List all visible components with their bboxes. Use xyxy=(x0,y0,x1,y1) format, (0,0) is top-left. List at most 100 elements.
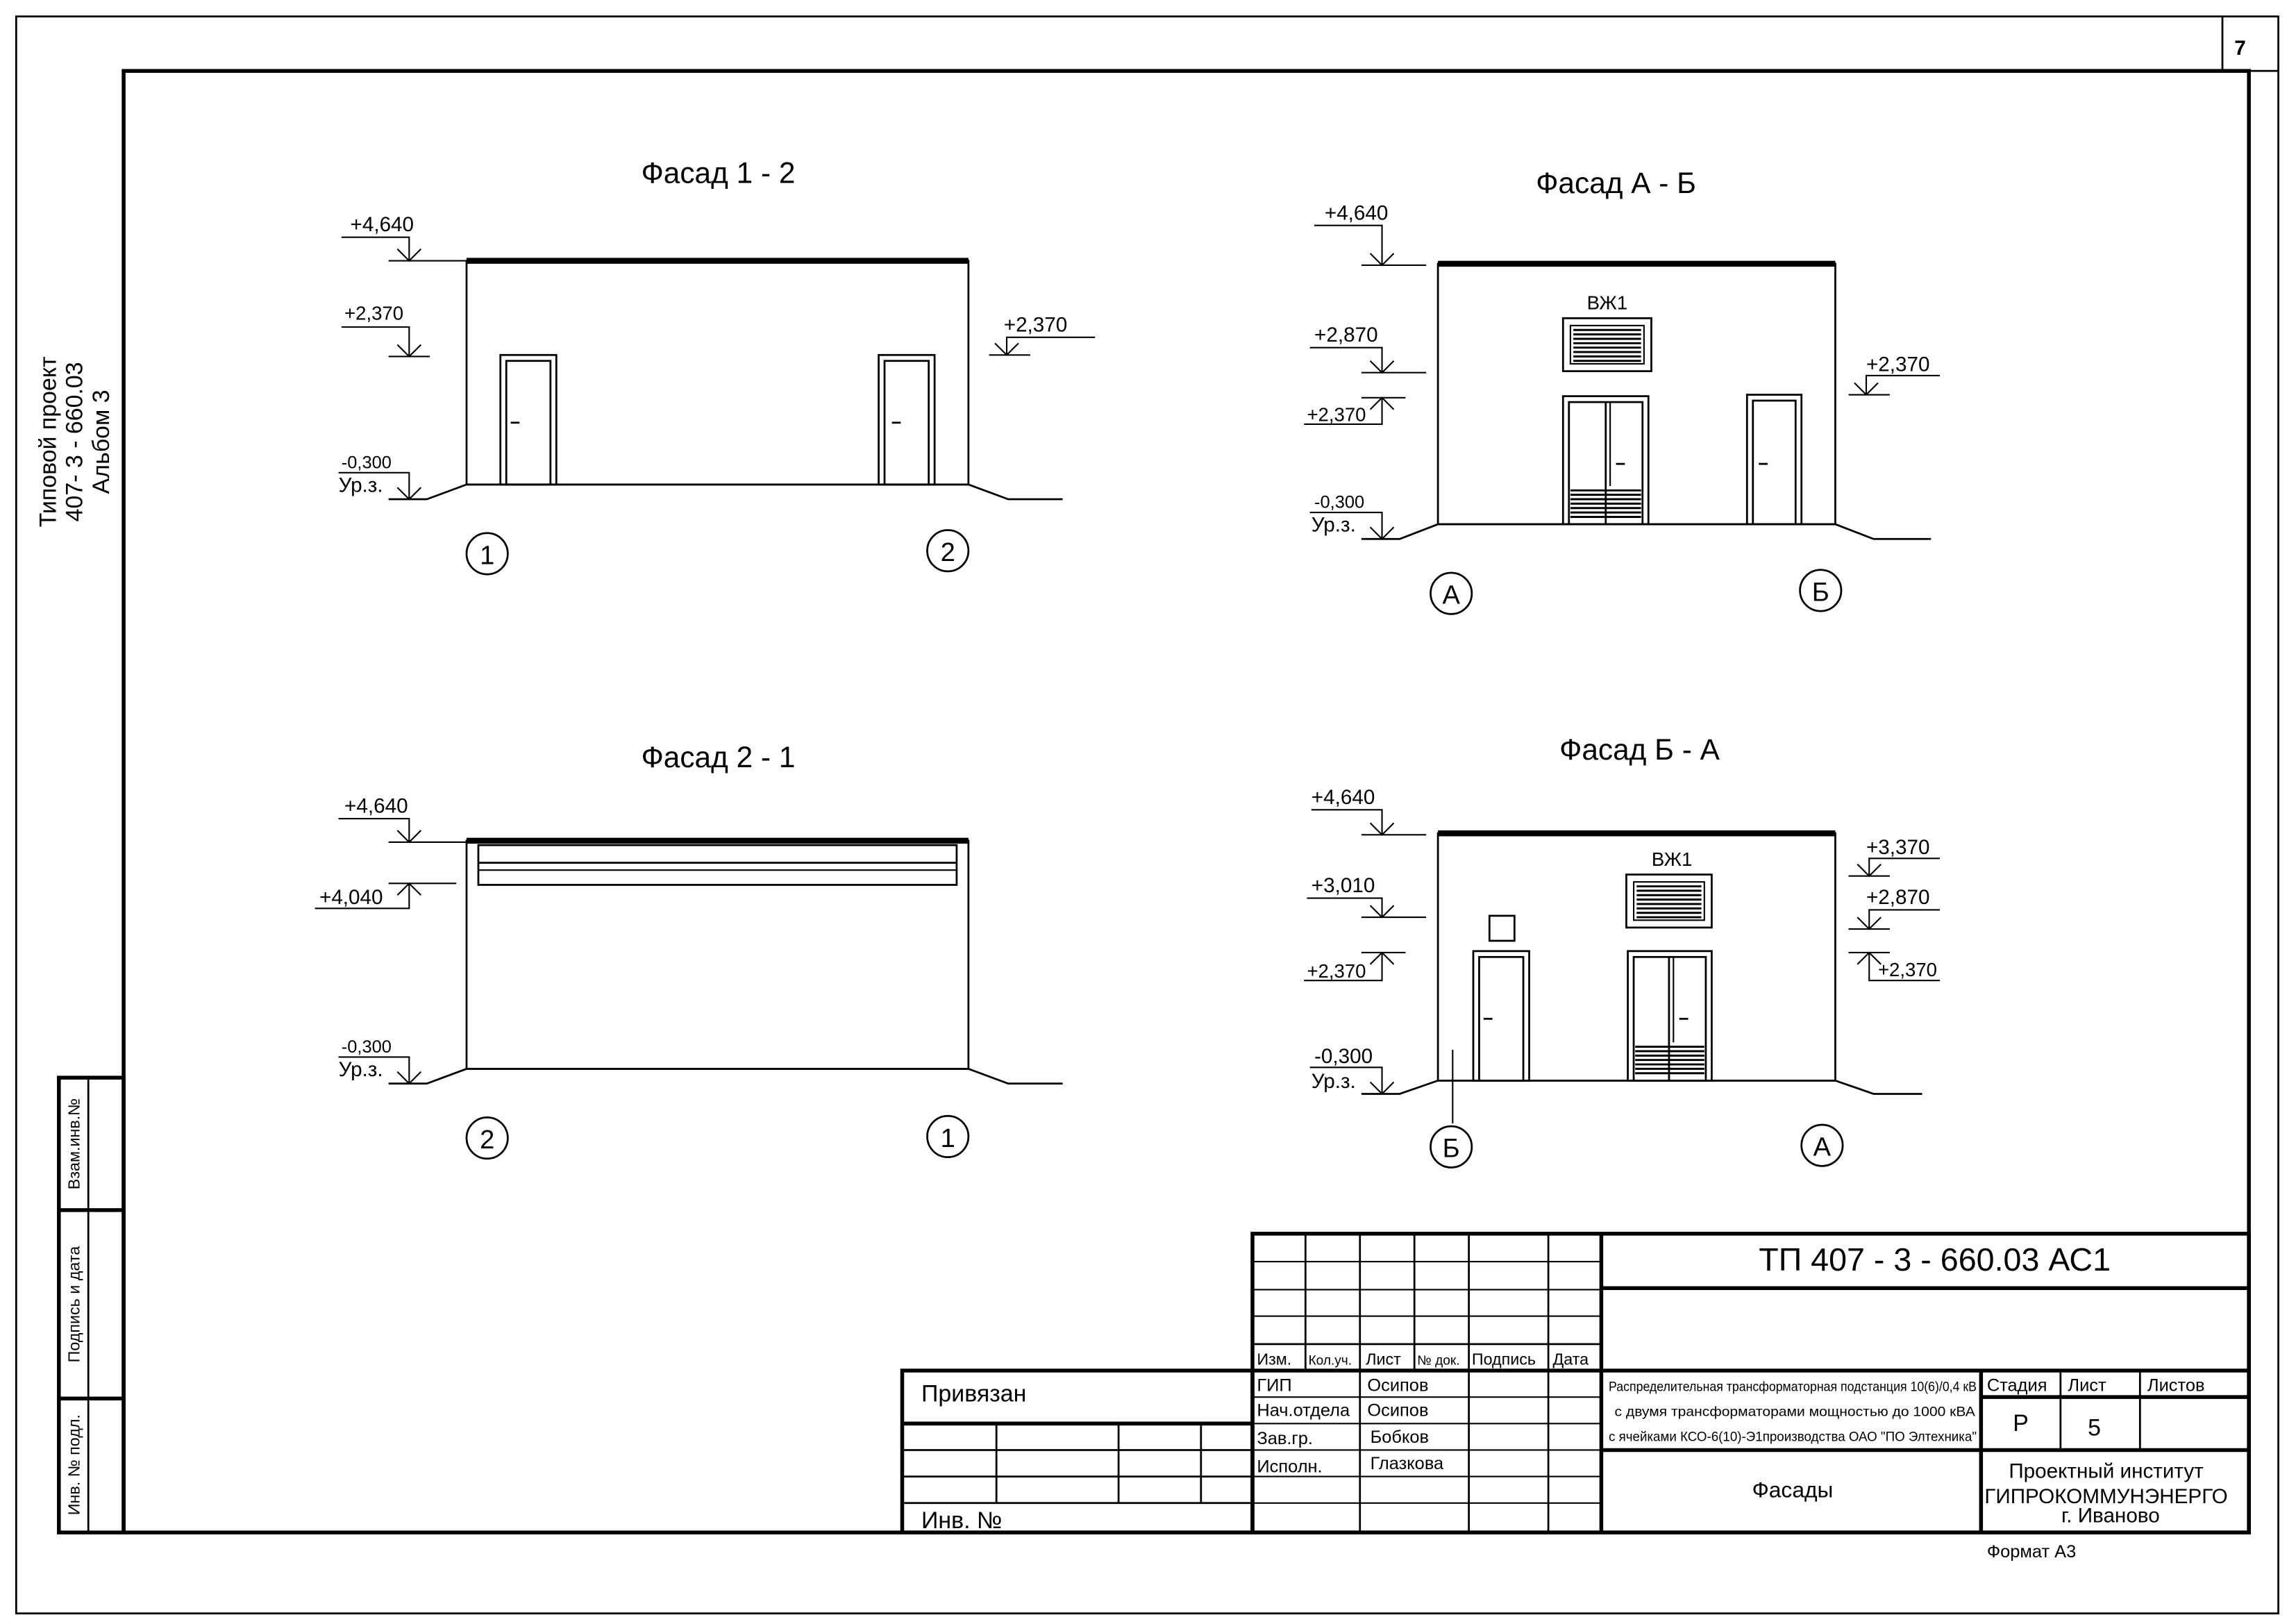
privyazan-inv: Инв. № xyxy=(921,1507,1002,1534)
facade-b-a-grille: ВЖ1 xyxy=(1625,848,1713,929)
format-label: Формат А3 xyxy=(1987,1542,2076,1562)
facade-a-b-axis-b: Б xyxy=(1799,569,1843,612)
title-block: Изм. Кол.уч. Лист № док. Подпись Дата ГИ… xyxy=(1250,1232,2251,1534)
svg-text:+2,370: +2,370 xyxy=(1307,960,1366,982)
sheet-title: Фасады xyxy=(1752,1477,1834,1502)
facade-b-a-mark-ground: -0,300 Ур.з. xyxy=(1309,1045,1395,1095)
side-stamp-line2: 407- 3 - 660.03 xyxy=(62,362,88,521)
svg-text:Ур.з.: Ур.з. xyxy=(1312,514,1356,537)
svg-text:-0,300: -0,300 xyxy=(342,453,392,473)
svg-text:+4,640: +4,640 xyxy=(1325,201,1389,224)
facade-1-2: Фасад 1 - 2 +4,640 +2,370 xyxy=(338,156,1096,576)
svg-text:+2,370: +2,370 xyxy=(1866,353,1930,376)
facade-b-a-title: Фасад Б - А xyxy=(1559,733,1720,766)
privyazan-label: Привязан xyxy=(921,1381,1026,1407)
facade-a-b: Фасад А - Б ВЖ1 + xyxy=(1304,167,1940,615)
facade-2-1-mark-canopy: +4,040 xyxy=(315,882,457,910)
svg-text:Б: Б xyxy=(1443,1134,1460,1164)
document-code: ТП 407 - 3 - 660.03 АС1 xyxy=(1759,1241,2111,1278)
svg-text:+3,370: +3,370 xyxy=(1866,836,1930,859)
facade-b-a: Фасад Б - А ВЖ1 xyxy=(1304,733,1940,1169)
facade-b-a-door xyxy=(1472,950,1530,1082)
svg-text:Кол.уч.: Кол.уч. xyxy=(1309,1354,1352,1368)
facade-b-a-mark-opening-right: +2,370 xyxy=(1848,951,1940,982)
side-table-inv: Инв. № подл. xyxy=(65,1414,83,1515)
side-stamp-line3: Альбом 3 xyxy=(88,390,115,494)
role-gip: ГИП xyxy=(1257,1376,1291,1396)
svg-text:Изм.: Изм. xyxy=(1257,1350,1291,1368)
facade-a-b-grille-label: ВЖ1 xyxy=(1587,292,1628,314)
svg-text:Ур.з.: Ур.з. xyxy=(339,474,383,496)
facade-1-2-door-left xyxy=(499,353,558,486)
facade-b-a-mark-window: +3,010 xyxy=(1307,874,1427,919)
svg-text:А: А xyxy=(1442,580,1460,610)
side-stamp-line1: Типовой проект xyxy=(35,356,62,527)
svg-text:+2,370: +2,370 xyxy=(344,302,403,324)
facade-b-a-mark-opening: +2,370 xyxy=(1304,951,1406,982)
svg-text:+2,370: +2,370 xyxy=(1004,313,1068,336)
svg-text:А: А xyxy=(1813,1132,1832,1162)
svg-text:-0,300: -0,300 xyxy=(1314,493,1364,512)
facade-2-1-axis-1: 1 xyxy=(926,1114,970,1158)
svg-text:1: 1 xyxy=(941,1123,955,1153)
facade-b-a-axis-a: А xyxy=(1800,1123,1844,1167)
facade-1-2-axis-2: 2 xyxy=(926,529,970,573)
facade-b-a-mark-top: +4,640 xyxy=(1311,786,1427,836)
svg-text:Ур.з.: Ур.з. xyxy=(1312,1070,1356,1093)
outer-trim-frame xyxy=(15,15,2279,1615)
role-nach: Нач.отдела xyxy=(1257,1401,1350,1421)
side-stamp: Типовой проект 407- 3 - 660.03 Альбом 3 xyxy=(35,356,115,527)
project-line-1: Распределительная трансформаторная подст… xyxy=(1609,1380,1977,1395)
svg-text:Ур.з.: Ур.з. xyxy=(339,1058,383,1081)
facade-1-2-mark-top: +4,640 xyxy=(341,213,467,262)
org-line-3: г. Иваново xyxy=(2061,1504,2160,1527)
facade-2-1-canopy xyxy=(477,844,958,886)
facade-1-2-axis-1: 1 xyxy=(465,532,509,576)
facade-a-b-double-door xyxy=(1561,395,1650,526)
facade-1-2-mark-opening-right: +2,370 xyxy=(989,313,1096,356)
svg-text:Листов: Листов xyxy=(2147,1376,2205,1396)
side-approval-table: Взам.инв.№ Подпись и дата Инв. № подл. xyxy=(57,1075,126,1534)
svg-text:Стадия: Стадия xyxy=(1987,1376,2047,1396)
facade-2-1-wall xyxy=(465,839,970,1070)
svg-text:+4,040: +4,040 xyxy=(319,886,383,909)
svg-text:+2,870: +2,870 xyxy=(1314,324,1378,346)
svg-text:2: 2 xyxy=(941,537,955,567)
stage-value: Р xyxy=(2013,1410,2029,1437)
facade-b-a-axis-b: Б xyxy=(1430,1125,1473,1169)
facade-a-b-door xyxy=(1745,394,1803,526)
facade-b-a-ground xyxy=(1361,1079,1922,1095)
facade-2-1-mark-ground: -0,300 Ур.з. xyxy=(338,1037,422,1085)
svg-text:Лист: Лист xyxy=(2068,1376,2106,1396)
svg-text:Б: Б xyxy=(1812,577,1829,607)
svg-text:-0,300: -0,300 xyxy=(1314,1045,1373,1068)
sheet-value: 5 xyxy=(2088,1414,2101,1441)
role-ispoln-name: Глазкова xyxy=(1371,1454,1444,1473)
facade-1-2-door-right xyxy=(878,353,936,486)
facade-2-1-ground xyxy=(388,1068,1063,1085)
svg-text:№ док.: № док. xyxy=(1417,1354,1459,1368)
facade-b-a-small-window xyxy=(1488,914,1516,942)
org-line-2: ГИПРОКОММУНЭНЕРГО xyxy=(1984,1485,2227,1508)
svg-text:+2,870: +2,870 xyxy=(1866,886,1930,909)
role-zav: Зав.гр. xyxy=(1257,1429,1313,1448)
svg-text:+4,640: +4,640 xyxy=(344,795,408,818)
svg-text:-0,300: -0,300 xyxy=(342,1037,392,1057)
facade-a-b-title: Фасад А - Б xyxy=(1536,167,1696,199)
facade-2-1-axis-2: 2 xyxy=(465,1116,509,1160)
project-line-2: с двумя трансформаторами мощностью до 10… xyxy=(1614,1405,1975,1420)
facade-a-b-grille: ВЖ1 xyxy=(1561,292,1652,372)
facade-2-1: Фасад 2 - 1 +4,640 +4,040 -0,300 Ур.з. xyxy=(315,741,1063,1160)
facade-1-2-title: Фасад 1 - 2 xyxy=(642,156,796,189)
facade-a-b-ground xyxy=(1361,523,1932,540)
svg-text:2: 2 xyxy=(480,1125,494,1155)
sheet-number-box xyxy=(2221,16,2279,72)
facade-1-2-mark-opening: +2,370 xyxy=(341,302,430,358)
drawing-frame xyxy=(121,69,2251,1534)
facade-1-2-ground xyxy=(388,483,1063,501)
side-table-podpis: Подпись и дата xyxy=(65,1246,83,1363)
facade-b-a-mark-grille-bottom: +2,870 xyxy=(1848,886,1940,930)
facade-a-b-mark-opening: +2,370 xyxy=(1304,396,1406,426)
facade-b-a-grille-label: ВЖ1 xyxy=(1652,848,1693,870)
